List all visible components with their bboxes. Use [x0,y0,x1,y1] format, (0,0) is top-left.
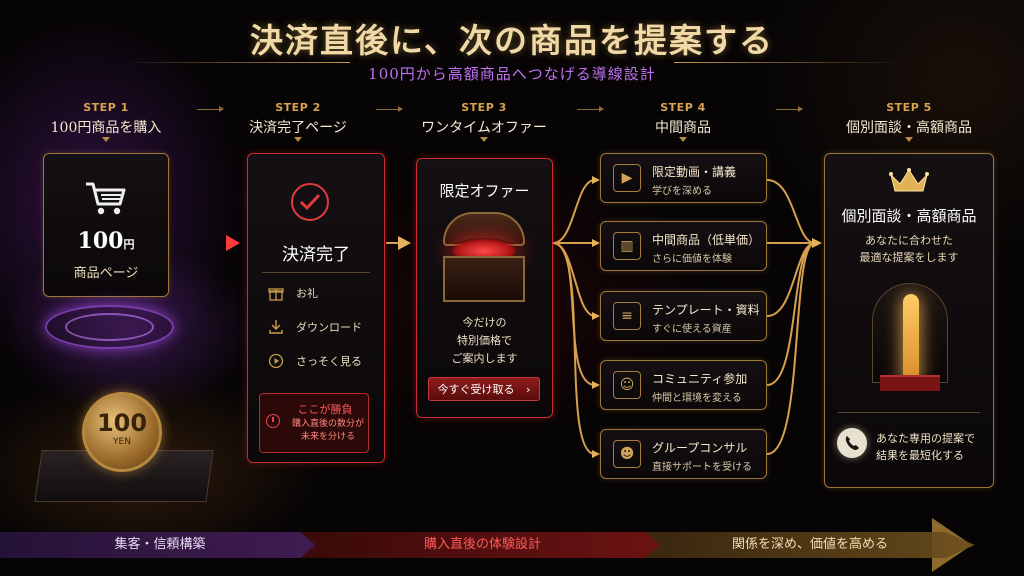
play-icon [268,353,284,369]
group-consult-icon: ☻ [613,440,641,468]
step-5-label: STEP 5 [886,101,932,114]
step-2-tick [294,137,302,142]
thanks-item[interactable]: お礼 [268,283,318,303]
price-unit: 円 [123,238,135,251]
download-item[interactable]: ダウンロード [268,317,362,337]
vortex-ring-inner [65,313,154,341]
door-light [903,294,919,382]
step-4-tick [679,137,687,142]
mid-item-title: 中間商品（低単価） [652,233,761,247]
mid-item-title: グループコンサル [652,441,748,455]
limited-offer-title: 限定オファー [439,182,530,200]
premium-divider [838,412,980,413]
premium-footer-line-2: 結果を最短化する [876,449,964,462]
price-value: 100 [77,228,124,254]
phone-icon [837,428,867,458]
mid-product-item-group-consult[interactable] [600,429,767,479]
key-moment-line-1: 購入直後の数分が [291,419,364,429]
premium-line-1: あなたに合わせた [865,234,953,247]
step-3-label: STEP 3 [461,101,507,114]
gift-icon [268,285,284,301]
mid-item-sub: 学びを深める [652,186,712,197]
step-5-tick [905,137,913,142]
receive-now-label: 今すぐ受け取る [437,383,515,396]
mid-item-title: テンプレート・資料 [652,303,760,317]
offer-line-3: ご案内します [451,352,518,365]
key-moment-title: ここが勝負 [297,403,353,416]
mid-product-item-template[interactable] [600,291,767,341]
vortex-ring-outer [45,305,174,349]
title-divider-left [120,62,350,63]
mid-item-sub: 仲間と環境を変える [652,393,742,404]
yen-coin-icon: 100 YEN [82,392,162,472]
check-circle-icon [291,183,329,221]
step-3-name: ワンタイムオファー [421,120,547,136]
key-moment-text: 購入直後の数分が 未来を分ける [290,418,366,444]
coin-number: 100 [96,409,148,437]
mid-item-sub: すぐに使える資産 [652,324,732,335]
video-icon: ▶ [613,164,641,192]
mid-product-item-low-price[interactable] [600,221,767,271]
download-label: ダウンロード [296,321,362,334]
treasure-chest-icon [443,212,525,304]
premium-footer: あなた専用の提案で 結果を最短化する [876,430,975,464]
red-carpet [880,375,940,391]
step-arrow-3 [577,106,604,112]
door-icon [872,283,948,383]
step-2-name: 決済完了ページ [249,120,347,136]
page-title: 決済直後に、次の商品を提案する [249,21,774,60]
step-5-name: 個別面談・高額商品 [846,120,972,136]
offer-line-2: 特別価格で [457,334,512,347]
download-icon [268,319,284,335]
offer-line-1: 今だけの [462,316,507,329]
receive-now-button[interactable]: 今すぐ受け取る › [428,377,540,401]
chest-body [443,256,525,302]
step-1-name: 100円商品を購入 [50,120,162,136]
crown-icon [889,168,929,192]
premium-footer-line-1: あなた専用の提案で [876,432,975,445]
phase-bar-deepen: 関係を深め、価値を高める [645,532,975,558]
payment-divider [262,272,370,273]
mid-item-title: 限定動画・講義 [652,165,737,179]
step-2-label: STEP 2 [275,101,321,114]
coin-text: YEN [113,437,131,447]
product-price: 100円 [43,228,169,254]
premium-title: 個別面談・高額商品 [841,207,977,225]
premium-line-2: 最適な提案をします [859,251,959,264]
document-icon: ≡ [613,302,641,330]
mid-product-item-video[interactable] [600,153,767,203]
mid-product-item-community[interactable] [600,360,767,410]
step-arrow-4 [776,106,803,112]
thanks-label: お礼 [296,287,318,300]
book-icon: ▥ [613,232,641,260]
phase-bar-post-purchase: 購入直後の体験設計 [300,532,665,558]
chevron-right-icon: › [526,383,531,396]
step-1-label: STEP 1 [83,101,129,114]
watch-now-item[interactable]: さっそく見る [268,351,362,371]
mid-item-sub: 直接サポートを受ける [652,462,752,473]
step-3-tick [480,137,488,142]
step-4-name: 中間商品 [655,120,711,136]
step-1-tick [102,137,110,142]
step-arrow-2 [376,106,403,112]
mid-item-sub: さらに価値を体験 [652,254,732,265]
title-divider-right [674,62,904,63]
clock-icon [266,414,280,428]
cart-icon [86,182,126,215]
mid-item-title: コミュニティ参加 [652,372,748,386]
payment-complete-title: 決済完了 [282,245,350,265]
watch-now-label: さっそく見る [296,355,362,368]
phase-bar-acquisition: 集客・信頼構築 [0,532,320,558]
step-arrow-1 [197,106,224,112]
community-icon: ☺ [613,371,641,399]
step-4-label: STEP 4 [660,101,706,114]
key-moment-line-2: 未来を分ける [300,432,355,442]
offer-text: 今だけの 特別価格で ご案内します [416,314,553,368]
page-subtitle: 100円から高額商品へつなげる導線設計 [368,65,656,83]
product-page-label: 商品ページ [73,266,139,281]
product-page-card[interactable] [43,153,169,297]
premium-description: あなたに合わせた 最適な提案をします [824,232,994,266]
